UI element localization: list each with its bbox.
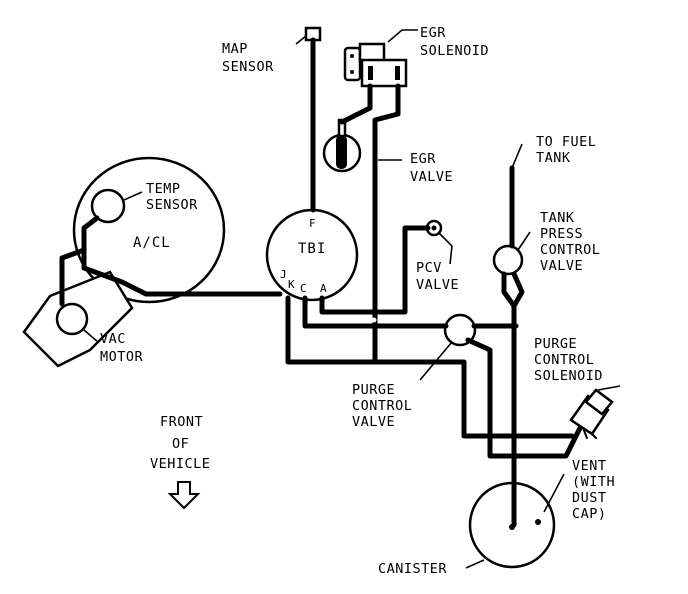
egr-solenoid-leader xyxy=(387,29,418,43)
tbi-port-a: A xyxy=(320,282,327,295)
tbi-port-j: J xyxy=(280,268,287,281)
pcv-hose xyxy=(319,225,431,315)
map-sensor-leader xyxy=(295,35,307,45)
hose-junction xyxy=(371,317,377,323)
pcv-valve xyxy=(425,219,443,237)
purge-control-valve-leader xyxy=(419,341,453,381)
temp-sensor-hose xyxy=(81,215,283,297)
purge-control-valve xyxy=(443,313,477,347)
egr-valve xyxy=(322,118,362,173)
canister-label: CANISTER xyxy=(378,561,447,577)
purge-control-solenoid-leader xyxy=(597,385,621,391)
tank-press-to-canister-hose xyxy=(501,271,517,528)
egr-solenoid-down-hose xyxy=(372,83,401,365)
port-k-hose xyxy=(285,295,575,439)
purge-control-solenoid xyxy=(569,388,614,439)
tbi-label: TBI xyxy=(298,241,326,257)
pcv-leader xyxy=(437,231,453,265)
tbi-port-f: F xyxy=(309,217,316,230)
vent-leader xyxy=(543,473,565,513)
vac-motor-leader xyxy=(83,329,99,343)
canister-leader xyxy=(465,559,485,569)
canister-vent-port xyxy=(535,519,541,525)
egr-solenoid xyxy=(343,42,408,88)
tank-press-branch xyxy=(511,271,525,309)
tank-press-leader xyxy=(517,231,531,251)
front-of-vehicle-arrow-icon xyxy=(167,481,201,510)
vac-motor xyxy=(55,302,89,336)
tbi-port-c: C xyxy=(300,282,307,295)
vac-motor-hose xyxy=(59,247,87,307)
air-cleaner-label: A/CL xyxy=(133,235,171,251)
tank-press-control-valve xyxy=(492,244,524,276)
tbi-port-k: K xyxy=(288,278,295,291)
fuel-tank-leader xyxy=(511,143,523,169)
port-c-hose xyxy=(302,295,449,329)
temp-sensor-leader xyxy=(123,191,143,201)
egr-solenoid-to-egr-valve-hose xyxy=(339,83,373,125)
purge-valve-to-canister-hose xyxy=(465,337,583,459)
temp-sensor xyxy=(90,188,126,224)
